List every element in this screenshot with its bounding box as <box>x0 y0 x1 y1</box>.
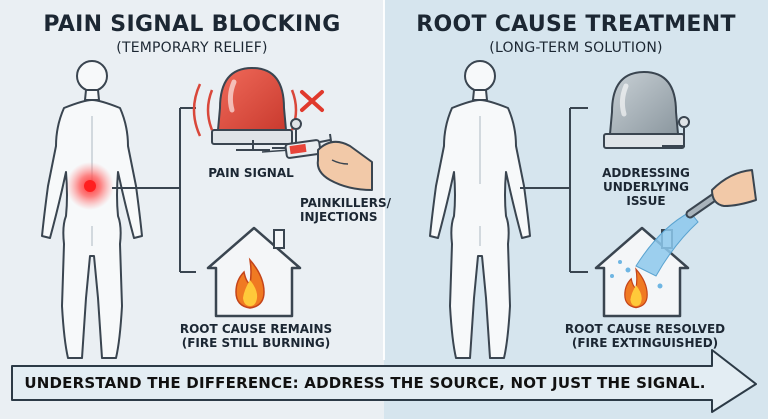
left-house-label-line2: (FIRE STILL BURNING) <box>181 336 331 350</box>
pain-point-icon <box>84 180 96 192</box>
left-house-label-line1: ROOT CAUSE REMAINS <box>179 322 333 336</box>
panel-divider <box>383 0 385 360</box>
left-subtitle: (TEMPORARY RELIEF) <box>116 40 268 56</box>
left-title: PAIN SIGNAL BLOCKING <box>43 12 341 37</box>
x-cross-icon <box>300 90 324 112</box>
right-body-icon <box>429 60 531 359</box>
left-connector-lines <box>112 107 196 273</box>
syringe-icon <box>261 133 333 159</box>
right-alarm-label-line1: ADDRESSING <box>602 166 690 180</box>
water-spray-icon <box>610 211 699 289</box>
right-subtitle: (LONG-TERM SOLUTION) <box>489 40 663 56</box>
right-title: ROOT CAUSE TREATMENT <box>416 12 736 37</box>
pain-signal-label: PAIN SIGNAL <box>208 166 294 180</box>
right-alarm-label-line3: ISSUE <box>626 194 666 208</box>
gray-alarm-bell-icon <box>604 72 690 148</box>
right-house-label-line2: (FIRE EXTINGUISHED) <box>571 336 719 350</box>
left-house-label: ROOT CAUSE REMAINS (FIRE STILL BURNING) <box>176 322 336 350</box>
hand-icon <box>316 140 373 191</box>
right-alarm-label: ADDRESSING UNDERLYING ISSUE <box>596 166 696 208</box>
left-house-fire-icon <box>206 226 302 318</box>
right-house-label: ROOT CAUSE RESOLVED (FIRE EXTINGUISHED) <box>560 322 730 350</box>
right-alarm-label-line2: UNDERLYING <box>602 180 689 194</box>
right-connector-lines <box>520 107 588 273</box>
banner-arrow-icon <box>11 349 757 413</box>
banner-text: UNDERSTAND THE DIFFERENCE: ADDRESS THE S… <box>24 374 706 392</box>
treatment-label-line1: PAINKILLERS/ <box>300 196 392 210</box>
red-alarm-bell-icon <box>192 68 302 151</box>
hose-icon <box>685 169 757 219</box>
treatment-label-line2: INJECTIONS <box>300 210 378 224</box>
left-panel <box>0 0 384 419</box>
treatment-label: PAINKILLERS/ INJECTIONS <box>300 196 392 224</box>
right-house-label-line1: ROOT CAUSE RESOLVED <box>564 322 726 336</box>
